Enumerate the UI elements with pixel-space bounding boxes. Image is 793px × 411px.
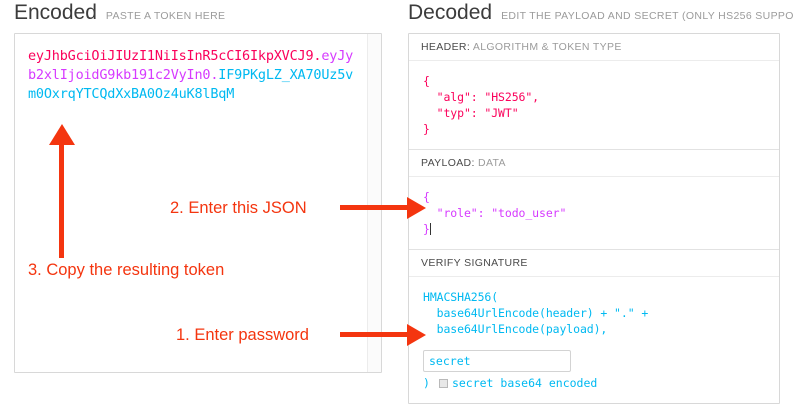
token-separator-1: .	[313, 48, 322, 64]
token-header-segment: eyJhbGciOiJIUzI1NiIsInR5cCI6IkpXVCJ9	[28, 48, 314, 64]
closing-paren: )	[423, 376, 430, 390]
secret-row	[409, 350, 779, 372]
decoded-payload-label-key: PAYLOAD:	[421, 157, 475, 169]
decoded-signature-label-key: VERIFY SIGNATURE	[421, 257, 528, 269]
encoded-token-text[interactable]: eyJhbGciOiJIUzI1NiIsInR5cCI6IkpXVCJ9.eyJ…	[28, 47, 358, 104]
encoded-heading: Encoded PASTE A TOKEN HERE	[14, 2, 225, 27]
base64-secret-checkbox-label: secret base64 encoded	[451, 376, 598, 390]
token-payload-segment: eyJyb2xlIjoidG9kb191c2VyIn0	[28, 48, 354, 83]
annotation-step-2-shaft	[340, 205, 410, 210]
decoded-payload-editor[interactable]: { "role": "todo_user" }	[409, 177, 779, 249]
hmac-line-1: HMACSHA256(	[423, 290, 499, 304]
decoded-title: Decoded	[408, 1, 493, 24]
secret-input[interactable]	[423, 350, 571, 372]
decoded-header-label-rest: ALGORITHM & TOKEN TYPE	[472, 41, 622, 53]
base64-secret-checkbox[interactable]	[438, 378, 448, 388]
token-separator-2: .	[210, 67, 219, 83]
annotation-step-2-label: 2. Enter this JSON	[170, 199, 307, 217]
annotation-step-1-label: 1. Enter password	[176, 326, 309, 344]
decoded-sections: HEADER: ALGORITHM & TOKEN TYPE { "alg": …	[408, 33, 780, 404]
annotation-step-2-arrow-icon	[407, 197, 426, 219]
encoded-token-textarea[interactable]: eyJhbGciOiJIUzI1NiIsInR5cCI6IkpXVCJ9.eyJ…	[14, 33, 382, 373]
decoded-heading: Decoded EDIT THE PAYLOAD AND SECRET (ONL…	[408, 2, 793, 27]
decoded-header-section: HEADER: ALGORITHM & TOKEN TYPE { "alg": …	[409, 34, 779, 150]
decoded-header-label-key: HEADER:	[421, 41, 471, 53]
annotation-arrow-up-icon	[49, 124, 75, 145]
decoded-payload-json: { "role": "todo_user" }	[423, 190, 567, 236]
decoded-payload-section: PAYLOAD: DATA { "role": "todo_user" }	[409, 150, 779, 250]
signature-close-row: ) secret base64 encoded	[409, 372, 779, 403]
encoded-title: Encoded	[14, 1, 97, 24]
annotation-step-1-shaft	[340, 332, 410, 337]
decoded-signature-formula: HMACSHA256( base64UrlEncode(header) + ".…	[409, 277, 779, 349]
decoded-signature-section: VERIFY SIGNATURE HMACSHA256( base64UrlEn…	[409, 250, 779, 403]
annotation-step-3-label: 3. Copy the resulting token	[28, 261, 225, 279]
decoded-payload-label-rest: DATA	[478, 157, 506, 169]
hmac-line-3: base64UrlEncode(payload),	[423, 322, 608, 336]
decoded-header-label: HEADER: ALGORITHM & TOKEN TYPE	[409, 34, 779, 61]
decoded-payload-label: PAYLOAD: DATA	[409, 150, 779, 177]
encoded-subtitle: PASTE A TOKEN HERE	[105, 10, 226, 22]
text-cursor	[429, 223, 431, 235]
decoded-signature-label: VERIFY SIGNATURE	[409, 250, 779, 277]
annotation-arrow-up-shaft	[59, 143, 64, 258]
annotation-step-1-arrow-icon	[407, 324, 426, 346]
token-signature-segment: IF9PKgLZ_XA70Uz5vm0OxrqYTCQdXxBA0Oz4uK8l…	[28, 67, 354, 102]
decoded-header-json: { "alg": "HS256", "typ": "JWT" }	[423, 74, 540, 136]
hmac-line-2: base64UrlEncode(header) + "." +	[423, 306, 649, 320]
decoded-subtitle: EDIT THE PAYLOAD AND SECRET (ONLY HS256 …	[501, 10, 793, 22]
encoded-scrollbar[interactable]	[367, 34, 381, 372]
